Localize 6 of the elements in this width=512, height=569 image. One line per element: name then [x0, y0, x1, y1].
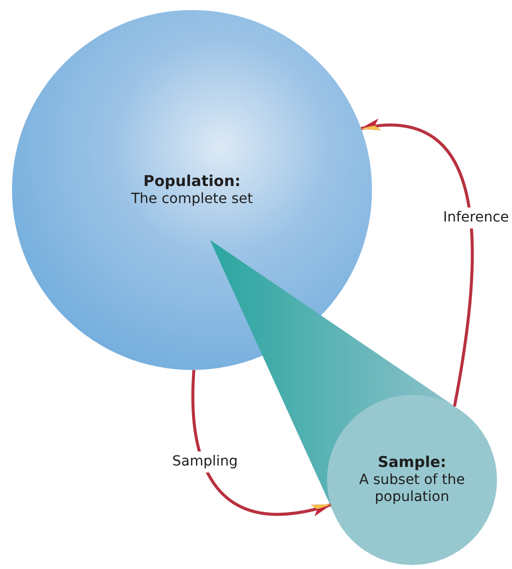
- node-heading: Population:: [143, 172, 241, 191]
- node-heading: Sample:: [378, 453, 446, 472]
- node-text: The complete set: [131, 190, 253, 208]
- node-text: A subset of the population: [358, 472, 466, 507]
- arrow: [191, 370, 332, 516]
- arrow: [360, 120, 474, 407]
